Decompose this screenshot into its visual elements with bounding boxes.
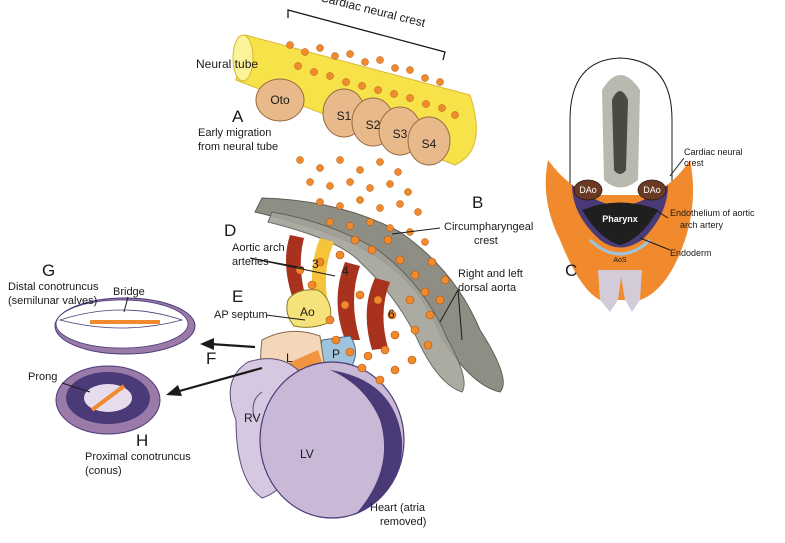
label-circumpharyngeal-1: Circumpharyngeal [444, 221, 533, 233]
circumpharyngeal-crest [295, 235, 450, 385]
label-distal-2: (semilunar valves) [8, 295, 97, 307]
label-right-left-1: Right and left [458, 268, 523, 280]
label-dao-right: DAo [643, 185, 661, 195]
label-oto: Oto [270, 93, 290, 107]
pointer-endothelium [651, 207, 669, 219]
dorsal-aorta [254, 197, 504, 393]
letter-a: A [232, 107, 244, 126]
label-rv: RV [244, 411, 260, 425]
label-bridge: Bridge [113, 286, 145, 298]
letter-b: B [472, 193, 483, 212]
label-ap-septum: AP septum [214, 309, 268, 321]
panel-g-distal [54, 297, 196, 355]
label-pharynx: Pharynx [602, 214, 638, 224]
label-early-migration-2: from neural tube [198, 141, 278, 153]
neural-tube-crest-cells [286, 41, 459, 119]
pointer-endoderm [639, 237, 671, 251]
heart [229, 358, 405, 519]
pointer-circumpharyngeal [391, 227, 441, 235]
label-dao-left: DAo [579, 185, 597, 195]
label-cardiac-nc-c-2: crest [684, 158, 704, 168]
label-proximal-2: (conus) [85, 465, 122, 477]
label-arch-4: 4 [342, 264, 349, 278]
arrow-f-upper [200, 338, 256, 350]
label-lv: LV [300, 447, 314, 461]
pointer-bridge [123, 296, 129, 313]
pointer-aortic-arch-4 [249, 257, 336, 277]
label-s4: S4 [422, 137, 437, 151]
label-l: L [286, 351, 293, 365]
label-cardiac-neural-crest-top: Cardiac neural crest [319, 0, 427, 30]
pointer-cardiac-nc-c [669, 157, 685, 177]
label-aortic-arch-1: Aortic arch [232, 242, 285, 254]
label-circumpharyngeal-2: crest [474, 235, 498, 247]
label-endothelium-2: arch artery [680, 220, 724, 230]
label-distal-1: Distal conotruncus [8, 281, 99, 293]
crest-bracket [287, 9, 446, 61]
label-endothelium-1: Endothelium of aortic [670, 208, 755, 218]
migrating-crest-cells [296, 156, 429, 246]
somite-s4 [407, 116, 451, 166]
otic-vesicle [255, 78, 305, 122]
label-proximal-1: Proximal conotruncus [85, 451, 191, 463]
label-early-migration-1: Early migration [198, 127, 271, 139]
letter-g: G [42, 261, 55, 280]
label-p: P [332, 347, 340, 361]
panel-c-cross-section [545, 57, 694, 312]
label-heart-1: Heart (atria [370, 502, 426, 514]
label-aos: AoS [613, 257, 627, 264]
label-right-left-2: dorsal aorta [458, 282, 517, 294]
label-heart-2: removed) [380, 516, 426, 528]
pointer-right-left-aorta-2 [457, 289, 463, 341]
pointer-ap-septum [265, 314, 306, 321]
letter-d: D [224, 221, 236, 240]
label-aortic-arch-2: arteries [232, 256, 269, 268]
label-prong: Prong [28, 371, 57, 383]
label-cardiac-nc-c-1: Cardiac neural [684, 147, 743, 157]
letter-f: F [206, 349, 216, 368]
label-s1: S1 [337, 109, 352, 123]
label-endoderm: Endoderm [670, 248, 712, 258]
pointer-right-left-aorta-1 [439, 289, 459, 323]
letter-h: H [136, 431, 148, 450]
arrow-f-lower [166, 366, 263, 396]
pointer-prong [61, 382, 91, 393]
label-neural-tube: Neural tube [196, 57, 258, 71]
panel-h-proximal [55, 365, 161, 435]
label-s3: S3 [393, 127, 408, 141]
label-ao: Ao [300, 305, 315, 319]
letter-e: E [232, 287, 243, 306]
label-arch-6: 6 [388, 307, 395, 321]
letter-c: C [565, 261, 577, 280]
label-s2: S2 [366, 118, 381, 132]
label-arch-3: 3 [312, 257, 319, 271]
